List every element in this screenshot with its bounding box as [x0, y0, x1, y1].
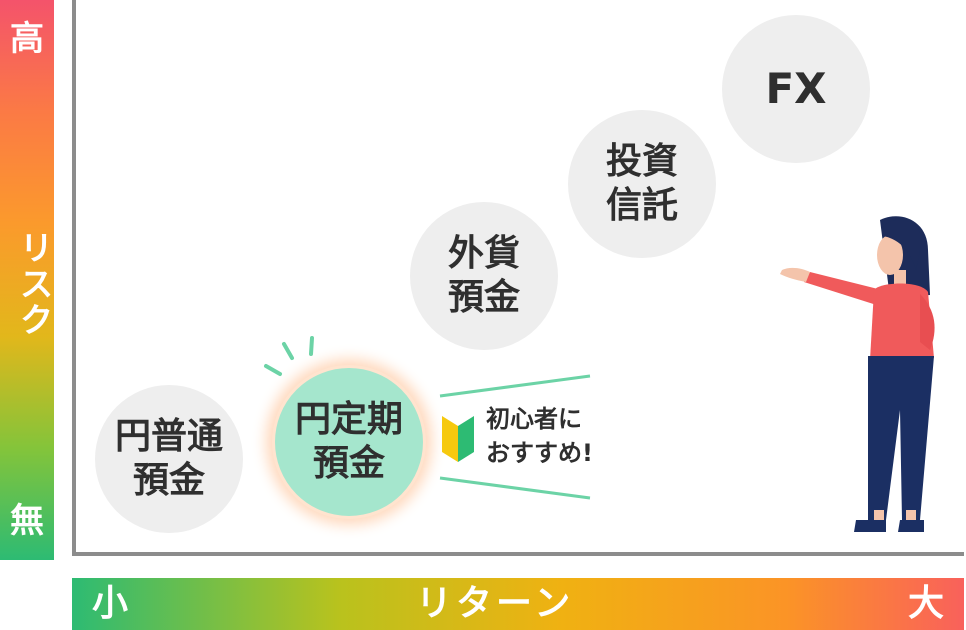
bubble-line2: 預金: [447, 277, 520, 318]
bubble-time-deposit: 円定期 預金: [272, 365, 426, 519]
recommendation-line2: おすすめ!: [486, 439, 593, 467]
bubble-line2: 信託: [605, 185, 678, 226]
beginner-mark-icon: [442, 416, 474, 462]
bubble-investment-trust: 投資 信託: [568, 110, 716, 258]
risk-high-label: 高: [10, 19, 44, 59]
sparkle-icon: [264, 336, 314, 376]
bubble-fx: FX: [722, 15, 870, 163]
recommendation-line1: 初心者に: [486, 405, 582, 433]
bubble-line2: 預金: [312, 443, 385, 484]
bubble-line1: 投資: [605, 141, 678, 182]
return-axis-title: リターン: [416, 583, 575, 624]
bubble-line1: 円定期: [294, 399, 403, 440]
risk-none-label: 無: [10, 501, 44, 541]
return-high-label: 大: [907, 583, 944, 624]
bubble-ordinary-deposit: 円普通 預金: [95, 385, 243, 533]
recommendation-lines: [439, 374, 591, 500]
return-axis-bar: 小 リターン 大: [72, 578, 964, 630]
bubble-foreign-deposit: 外貨 預金: [410, 202, 558, 350]
bubble-line1: 円普通: [114, 416, 223, 457]
bubble-line1: 外貨: [447, 233, 520, 274]
woman-presenting-illustration: [780, 216, 935, 532]
return-low-label: 小: [92, 583, 129, 624]
chart-axes: [72, 0, 964, 556]
risk-axis-bar: 高 リスク 無: [0, 0, 54, 560]
bubble-line2: 預金: [132, 460, 205, 501]
bubble-line1: FX: [765, 64, 827, 113]
risk-axis-title: リスク: [13, 230, 53, 338]
recommendation-text: 初心者に おすすめ!: [486, 402, 593, 470]
